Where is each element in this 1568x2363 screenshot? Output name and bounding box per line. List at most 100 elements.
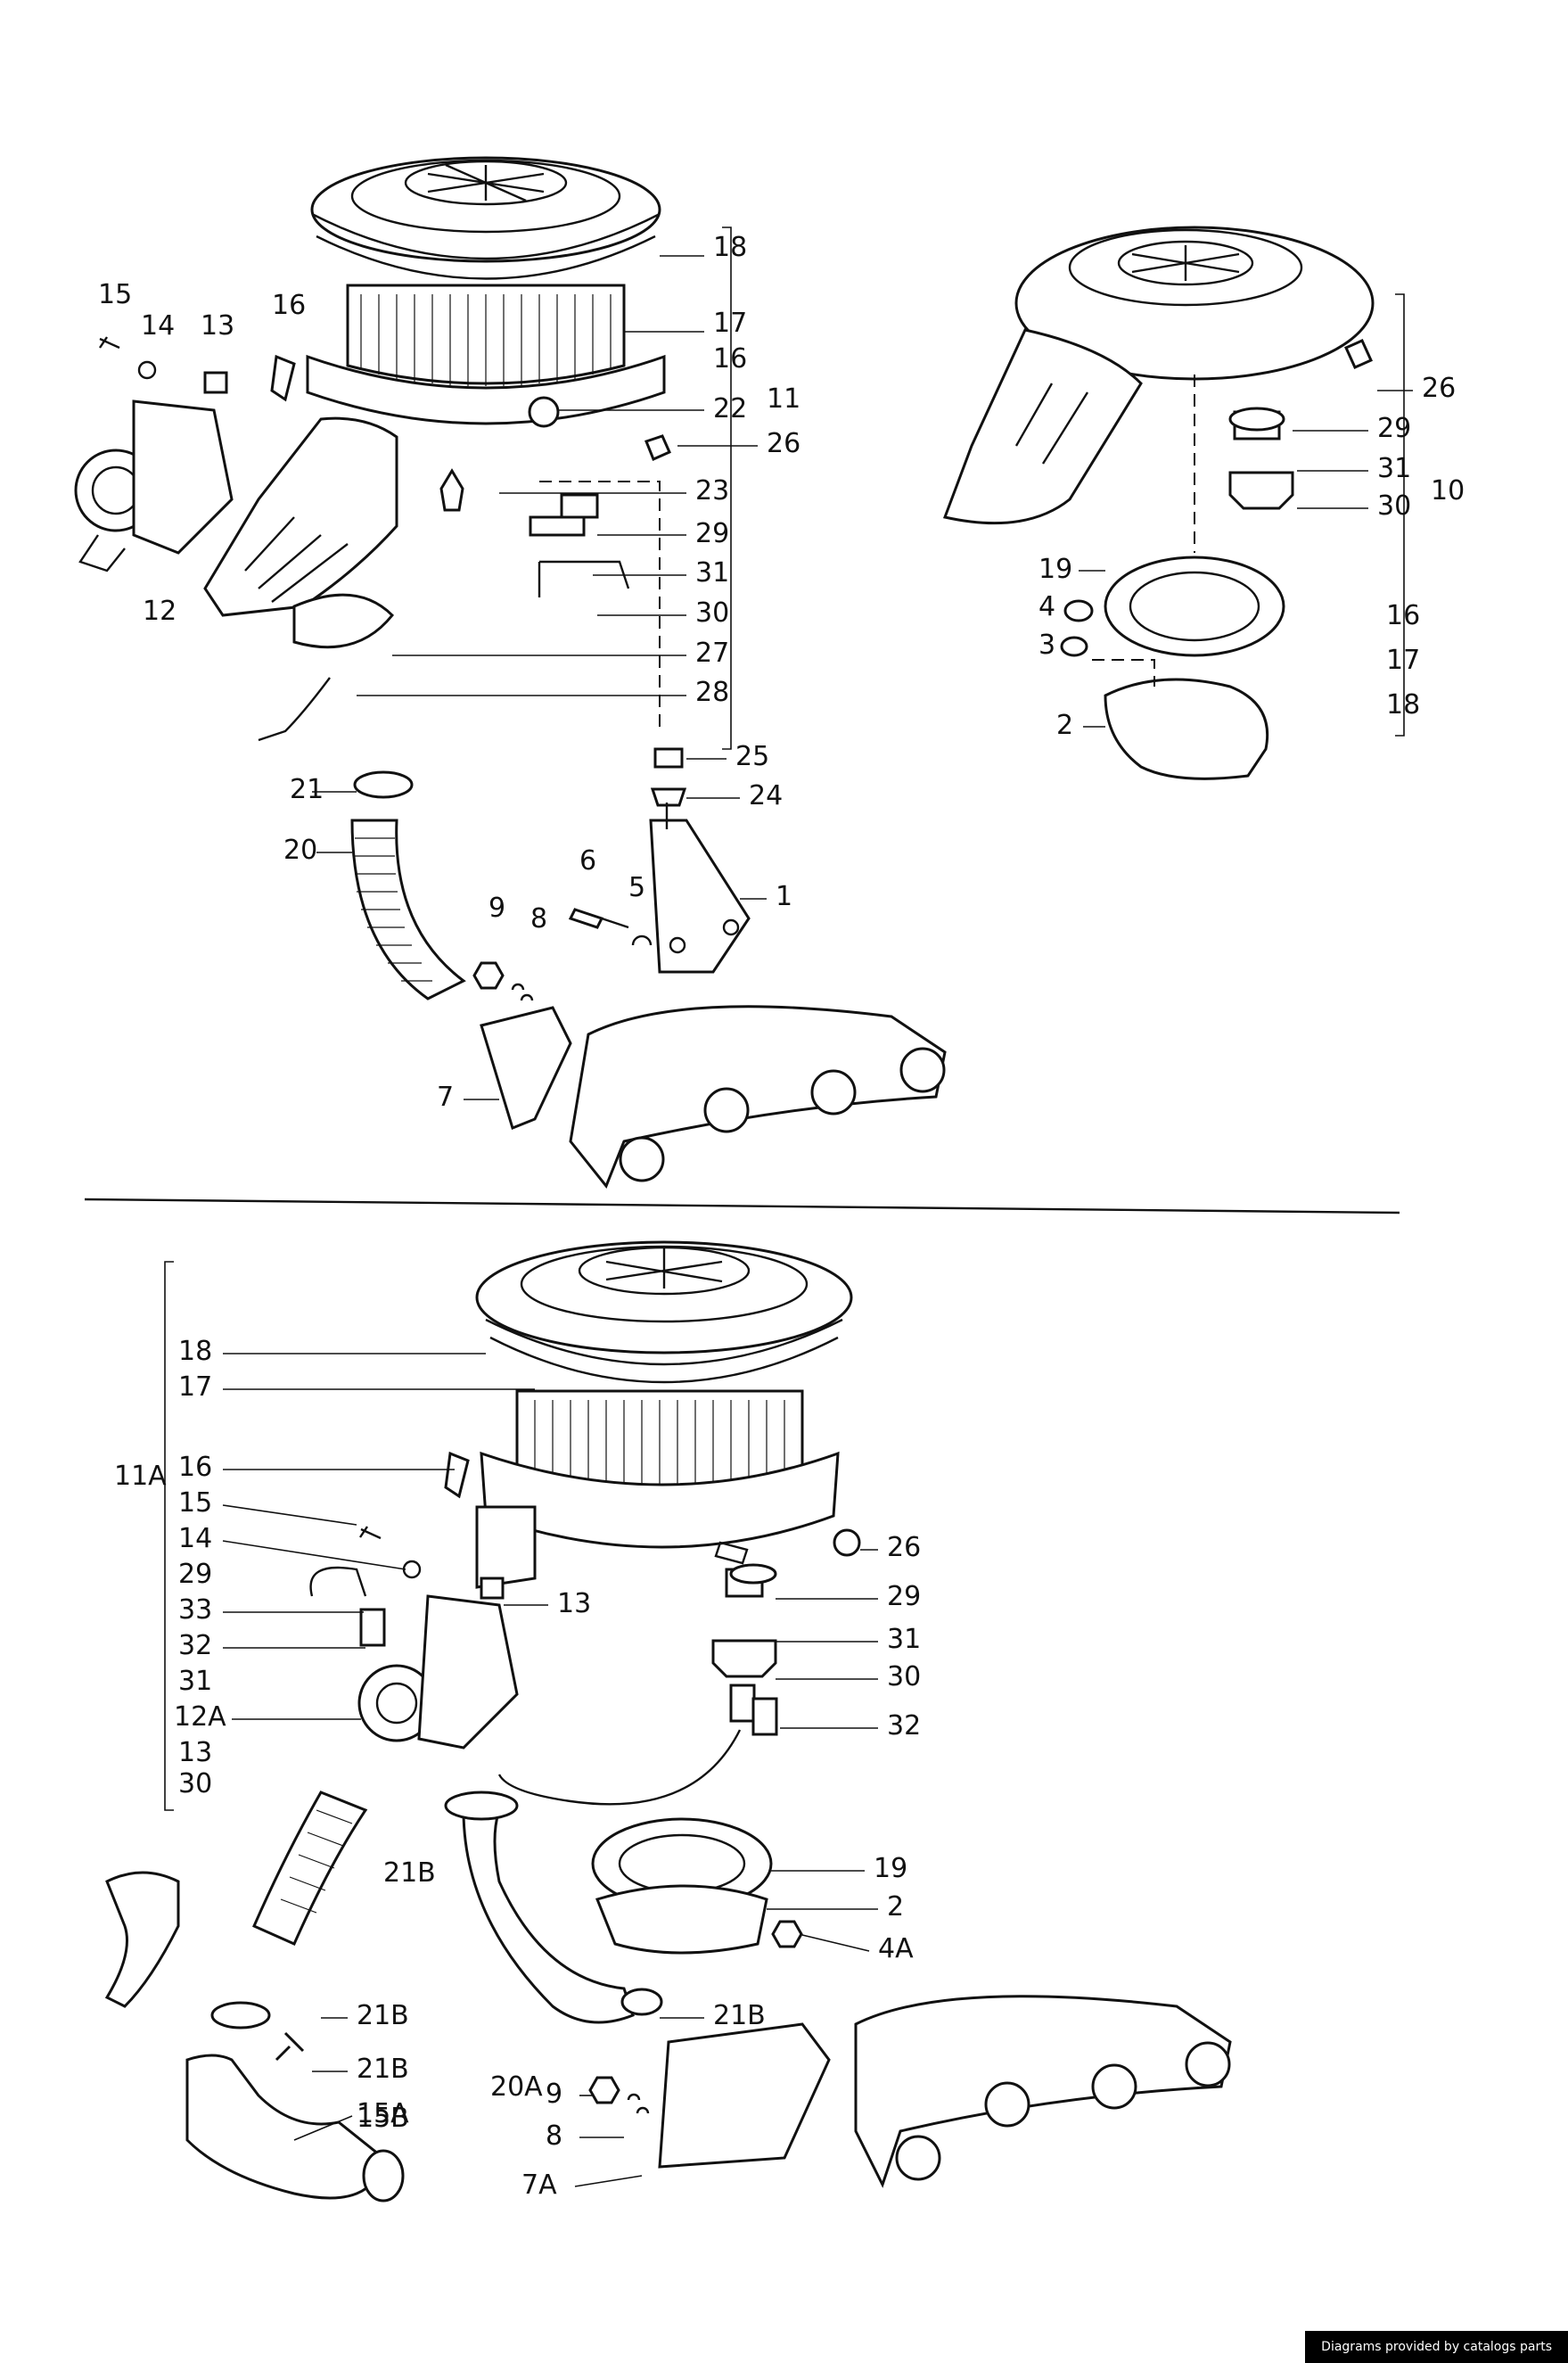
callout-label-27: 27 <box>695 638 729 669</box>
callout-label-2: 2 <box>887 1891 904 1923</box>
callout-label-32: 32 <box>178 1630 212 1661</box>
callout-label-16: 16 <box>178 1452 212 1483</box>
callout-label-14: 14 <box>141 310 175 342</box>
callout-label-15: 15 <box>178 1487 212 1519</box>
callout-label-22: 22 <box>713 393 747 424</box>
callout-label-18: 18 <box>178 1336 212 1367</box>
callout-label-11a: 11A <box>114 1461 167 1492</box>
callout-label-29: 29 <box>887 1581 921 1612</box>
callout-label-19: 19 <box>874 1853 907 1884</box>
callout-label-21b: 21B <box>357 2054 409 2085</box>
callout-label-25: 25 <box>735 741 769 772</box>
callout-label-29: 29 <box>178 1559 212 1590</box>
callout-label-30: 30 <box>1377 490 1411 522</box>
top-assembly-guide <box>539 481 661 731</box>
callout-label-17: 17 <box>1386 645 1420 676</box>
callout-label-19: 19 <box>1038 554 1072 585</box>
bottom-exhaust-manifold <box>658 1995 1232 2188</box>
callout-label-6: 6 <box>579 845 596 877</box>
callout-label-12a: 12A <box>174 1701 226 1733</box>
right-brace <box>1395 293 1405 737</box>
callout-label-28: 28 <box>695 677 729 708</box>
callout-label-16: 16 <box>1386 600 1420 631</box>
bottom-hose-15A <box>185 2001 405 2202</box>
callout-label-12: 12 <box>143 596 177 627</box>
callout-label-21b: 21B <box>383 1857 436 1889</box>
callout-label-20: 20 <box>283 835 317 866</box>
bottom-small-parts <box>359 1451 778 1806</box>
top-air-cleaner-lid <box>310 156 661 280</box>
callout-label-32: 32 <box>887 1710 921 1741</box>
callout-label-26: 26 <box>767 428 800 459</box>
callout-label-15: 15 <box>98 279 132 310</box>
preheat-valve-12 <box>74 399 234 572</box>
callout-label-17: 17 <box>713 308 747 339</box>
callout-label-13: 13 <box>557 1588 591 1619</box>
callout-label-14: 14 <box>178 1523 212 1554</box>
bracket-1 <box>649 803 751 974</box>
callout-label-31: 31 <box>695 557 729 589</box>
callout-label-31: 31 <box>887 1624 921 1655</box>
callout-leader-line <box>293 2115 353 2141</box>
callout-label-1: 1 <box>776 881 792 912</box>
callout-label-21b: 21B <box>713 2000 766 2031</box>
top-filter-element <box>346 284 626 386</box>
callout-label-8: 8 <box>546 2120 562 2152</box>
bottom-hose-assembly <box>104 1791 663 2024</box>
right-sealing-ring-19 <box>1104 556 1285 657</box>
callout-label-13: 13 <box>201 310 234 342</box>
callout-label-4: 4 <box>1038 591 1055 622</box>
callout-label-15b: 15B <box>357 2103 409 2134</box>
callout-label-13: 13 <box>178 1737 212 1768</box>
callout-label-31: 31 <box>178 1666 212 1697</box>
callout-leader-line <box>222 1504 357 1526</box>
top-small-hardware <box>472 908 653 1001</box>
preheat-valve-12A <box>309 1566 519 1750</box>
callout-label-24: 24 <box>749 780 783 811</box>
callout-label-30: 30 <box>695 597 729 629</box>
bottom-air-cleaner-housing <box>475 1451 861 1589</box>
callout-label-29: 29 <box>695 518 729 549</box>
callout-leader-line <box>574 2175 643 2187</box>
right-bracket-29-31-30 <box>1228 407 1294 510</box>
callout-label-29: 29 <box>1377 413 1411 444</box>
callout-label-15a: 15A <box>357 2098 409 2129</box>
callout-label-11: 11 <box>767 383 800 415</box>
top-small-parts <box>99 336 687 807</box>
callout-label-26: 26 <box>1422 373 1456 404</box>
section-divider <box>84 1198 1400 1214</box>
callout-label-16: 16 <box>713 343 747 375</box>
callout-label-21b: 21B <box>357 2000 409 2031</box>
callout-leader-line <box>222 1540 406 1570</box>
right-assembly-guide <box>1092 375 1195 687</box>
callout-label-8: 8 <box>530 903 547 934</box>
callout-label-21: 21 <box>290 774 324 805</box>
callout-label-18: 18 <box>713 232 747 263</box>
callout-leader-line <box>801 1934 870 1952</box>
callout-label-7: 7 <box>437 1082 454 1113</box>
top-air-cleaner-housing <box>203 354 671 617</box>
diagram-credit: Diagrams provided by catalogs parts <box>1305 2331 1568 2363</box>
callout-label-7a: 7A <box>521 2170 557 2201</box>
callout-label-33: 33 <box>178 1594 212 1626</box>
callout-label-5: 5 <box>628 872 645 903</box>
callout-label-10: 10 <box>1431 475 1465 506</box>
callout-label-30: 30 <box>178 1768 212 1799</box>
callout-label-2: 2 <box>1056 710 1073 741</box>
callout-label-31: 31 <box>1377 453 1411 484</box>
bottom-sealing-ring-19-plate-2 <box>591 1817 803 1955</box>
top-exhaust-manifold <box>480 1005 947 1189</box>
callout-label-18: 18 <box>1386 689 1420 720</box>
right-air-cleaner <box>942 226 1375 525</box>
callout-label-26: 26 <box>887 1532 921 1563</box>
hose-20 <box>350 770 466 1000</box>
callout-label-20a: 20A <box>490 2071 543 2103</box>
callout-label-9: 9 <box>488 893 505 924</box>
top-brace <box>722 226 732 750</box>
bottom-brace <box>164 1261 174 1811</box>
bottom-small-hardware <box>588 2076 650 2114</box>
callout-label-30: 30 <box>887 1661 921 1692</box>
callout-label-23: 23 <box>695 475 729 506</box>
